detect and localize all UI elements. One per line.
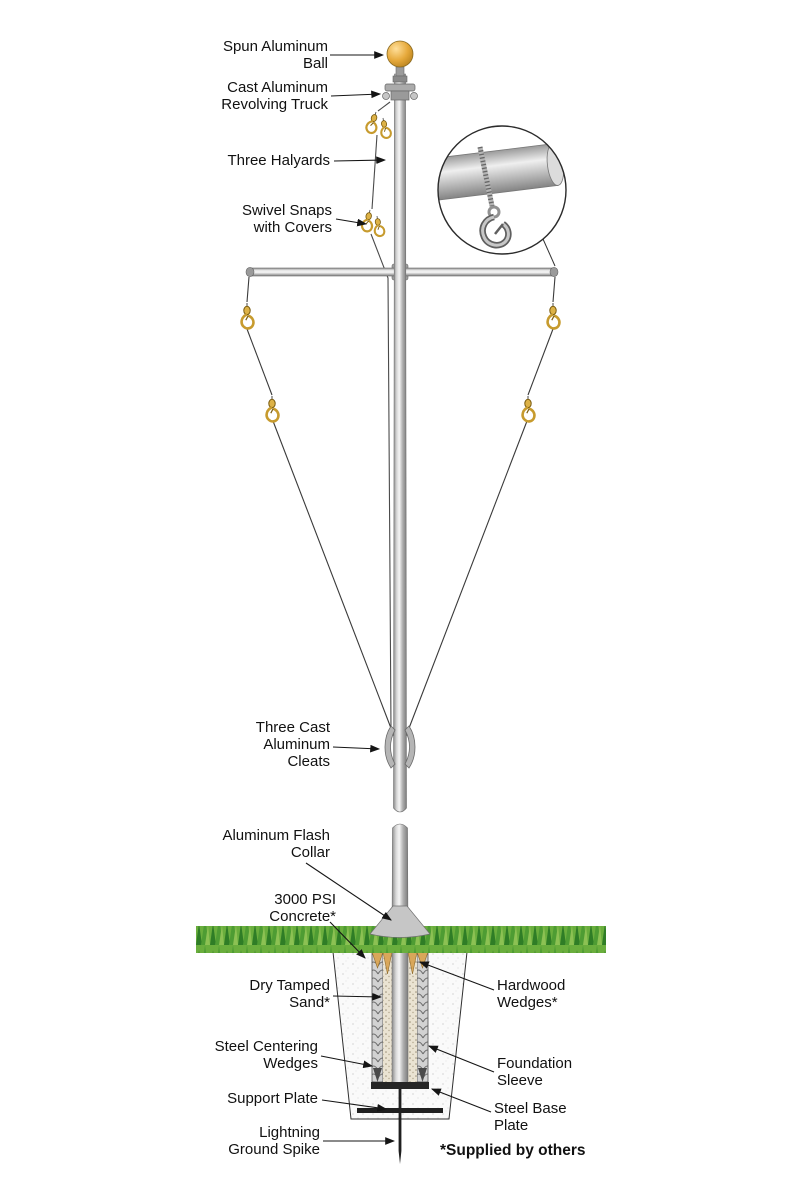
- label-hardwood-wedges: Hardwood Wedges*: [497, 977, 587, 1011]
- label-foundation-sleeve: Foundation Sleeve: [497, 1055, 592, 1089]
- label-centering-wedges: Steel Centering Wedges: [200, 1038, 318, 1072]
- gold-ball: [386, 40, 414, 68]
- flagpole-mast: [391, 73, 409, 939]
- label-line: Cast Aluminum: [227, 79, 328, 96]
- sand-fill-right: [408, 952, 417, 1082]
- cleats: [384, 725, 416, 769]
- label-line: Steel Centering: [214, 1038, 318, 1055]
- label-line: Support Plate: [227, 1090, 318, 1107]
- label-line: Spun Aluminum: [222, 38, 328, 55]
- label-flash-collar: Aluminum Flash Collar: [200, 827, 330, 861]
- label-line: Ground Spike: [228, 1141, 320, 1159]
- label-line: Aluminum: [263, 736, 330, 754]
- lightning-ground-spike: [398, 1089, 402, 1151]
- centering-wedges: [373, 1068, 427, 1082]
- label-line: Concrete*: [269, 908, 336, 926]
- label-three-halyards: Three Halyards: [208, 152, 330, 169]
- label-line: Sleeve: [497, 1072, 543, 1090]
- label-dry-tamped-sand: Dry Tamped Sand*: [240, 977, 330, 1011]
- label-concrete: 3000 PSI Concrete*: [252, 891, 336, 925]
- label-line: Aluminum Flash: [222, 827, 330, 844]
- label-swivel-snaps: Swivel Snaps with Covers: [218, 202, 332, 236]
- spike-tip: [398, 1151, 402, 1164]
- label-line: Sand*: [289, 994, 330, 1012]
- label-line: Foundation: [497, 1055, 573, 1072]
- hardwood-wedges: [371, 951, 429, 975]
- label-line: Wedges*: [497, 994, 558, 1012]
- sand-fill-left: [383, 952, 392, 1082]
- label-line: Three Cast: [255, 719, 330, 736]
- pole-below-ground: [391, 935, 409, 1085]
- label-line: Cleats: [287, 753, 330, 771]
- label-ground-spike: Lightning Ground Spike: [222, 1124, 320, 1158]
- label-line: Steel Base: [494, 1100, 567, 1117]
- label-line: Ball: [302, 55, 328, 73]
- label-revolving-truck: Cast Aluminum Revolving Truck: [168, 79, 328, 113]
- steel-base-plate: [371, 1082, 429, 1089]
- label-support-plate: Support Plate: [198, 1090, 318, 1107]
- label-line: with Covers: [253, 219, 332, 237]
- label-line: Swivel Snaps: [241, 202, 332, 219]
- label-line: Three Halyards: [227, 152, 330, 169]
- flash-collar: [369, 905, 431, 938]
- label-line: 3000 PSI: [274, 891, 336, 908]
- label-line: Revolving Truck: [221, 96, 328, 114]
- detail-inset: [437, 125, 567, 267]
- foundation-assembly: [357, 935, 443, 1164]
- support-plate: [357, 1108, 443, 1113]
- label-line: Lightning: [259, 1124, 320, 1141]
- label-steel-base-plate: Steel Base Plate: [494, 1100, 579, 1134]
- label-line: *Supplied by others: [440, 1142, 586, 1159]
- label-line: Dry Tamped: [249, 977, 330, 994]
- label-cleats: Three Cast Aluminum Cleats: [240, 719, 330, 770]
- label-line: Wedges: [263, 1055, 318, 1073]
- revolving-truck: [382, 66, 418, 101]
- halyard-ropes: [246, 101, 556, 737]
- label-supplied-by-others: *Supplied by others: [440, 1142, 620, 1160]
- foundation-sleeve-left: [371, 951, 384, 1083]
- leader-arrows: [305, 51, 495, 1145]
- label-line: Plate: [494, 1117, 529, 1135]
- foundation-sleeve-right: [416, 951, 429, 1083]
- label-spun-aluminum-ball: Spun Aluminum Ball: [188, 38, 328, 72]
- label-line: Hardwood: [497, 977, 566, 994]
- label-line: Collar: [290, 844, 330, 862]
